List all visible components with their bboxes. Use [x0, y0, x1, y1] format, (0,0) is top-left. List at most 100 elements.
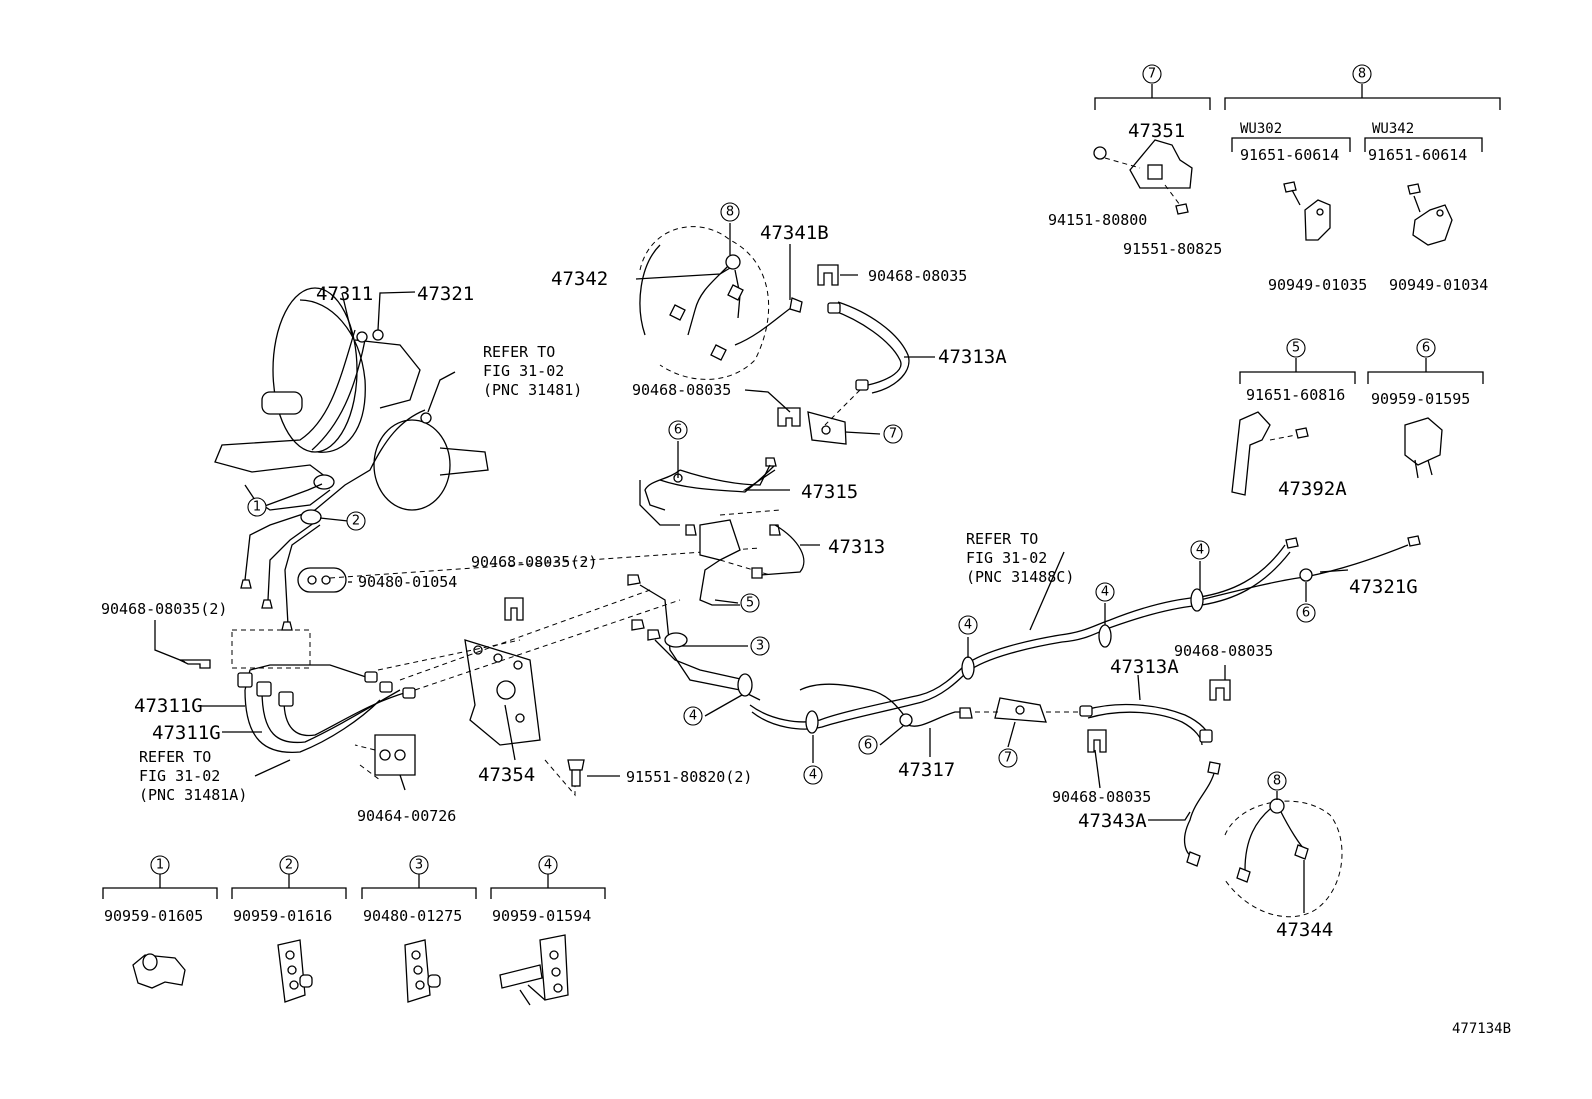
- legend-7-part-b: 94151-80800: [1048, 211, 1147, 229]
- center-bracket-drawing: [627, 407, 847, 701]
- callout-8: 8: [720, 202, 740, 222]
- legend-part-drawings: [132, 139, 1453, 1006]
- svg-text:4: 4: [809, 768, 817, 783]
- label-90480-01054: 90480-01054: [358, 573, 457, 591]
- svg-text:4: 4: [1196, 543, 1204, 558]
- legend-8b-part-a: 91651-60614: [1368, 146, 1467, 164]
- callout-4: 4: [683, 706, 703, 726]
- legend-5-part-a: 91651-60816: [1246, 386, 1345, 404]
- callout-2: 2: [346, 511, 366, 531]
- label-47342: 47342: [551, 268, 608, 290]
- svg-text:6: 6: [864, 738, 872, 753]
- legend-callout-2: 2: [279, 855, 299, 875]
- label-47343A: 47343A: [1078, 810, 1147, 832]
- label-47311: 47311: [316, 283, 373, 305]
- svg-text:7: 7: [889, 427, 897, 442]
- callout-7: 7: [883, 424, 903, 444]
- callout-6: 6: [668, 420, 688, 440]
- leader-lines: [154, 223, 1349, 913]
- callout-7: 7: [998, 748, 1018, 768]
- svg-text:8: 8: [1358, 67, 1366, 82]
- legend-callout-3: 3: [409, 855, 429, 875]
- svg-text:4: 4: [1101, 585, 1109, 600]
- refer-note-left-3: (PNC 31481A): [139, 786, 247, 804]
- svg-text:5: 5: [1292, 341, 1300, 356]
- label-47321: 47321: [417, 283, 474, 305]
- label-90468-08035-lower: 90468-08035: [1052, 788, 1151, 806]
- legend-3-part: 90480-01275: [363, 907, 462, 925]
- legend-callout-5: 5: [1286, 338, 1306, 358]
- upper-caliper-drawing: [639, 226, 910, 511]
- label-47354: 47354: [478, 764, 535, 786]
- svg-text:6: 6: [674, 423, 682, 438]
- legend-8-code-b: WU342: [1372, 121, 1414, 137]
- legend-5-part-b: 47392A: [1278, 478, 1347, 500]
- svg-text:1: 1: [156, 858, 164, 873]
- callouts: 1 2 8 7 6 5 3 4 4 6 4 4 4 6 7 8 1 2 3 4 …: [150, 64, 1436, 875]
- callout-8: 8: [1267, 771, 1287, 791]
- legend-8-code-a: WU302: [1240, 121, 1282, 137]
- label-47311G-b: 47311G: [152, 722, 221, 744]
- svg-text:7: 7: [1148, 67, 1156, 82]
- legend-callout-8: 8: [1352, 64, 1372, 84]
- refer-note-upper-1: REFER TO: [483, 343, 555, 361]
- refer-note-left-1: REFER TO: [139, 748, 211, 766]
- svg-text:3: 3: [756, 639, 764, 654]
- legend-6-part: 90959-01595: [1371, 390, 1470, 408]
- callout-4: 4: [803, 765, 823, 785]
- callout-4: 4: [1095, 582, 1115, 602]
- callout-4: 4: [958, 615, 978, 635]
- refer-note-center-3: (PNC 31488C): [966, 568, 1074, 586]
- legend-8b-part-b: 90949-01034: [1389, 276, 1488, 294]
- refer-note-upper-2: FIG 31-02: [483, 362, 564, 380]
- label-47313A-top: 47313A: [938, 346, 1007, 368]
- refer-note-center-2: FIG 31-02: [966, 549, 1047, 567]
- refer-note-center-1: REFER TO: [966, 530, 1038, 548]
- refer-note-upper-3: (PNC 31481): [483, 381, 582, 399]
- svg-text:4: 4: [964, 618, 972, 633]
- legend-2-part: 90959-01616: [233, 907, 332, 925]
- label-90468-08035-mid: 90468-08035: [632, 381, 731, 399]
- front-brake-drawing: [179, 287, 761, 797]
- svg-text:8: 8: [726, 205, 734, 220]
- callout-4: 4: [1190, 540, 1210, 560]
- label-90464-00726: 90464-00726: [357, 807, 456, 825]
- callout-5: 5: [740, 593, 760, 613]
- svg-text:5: 5: [746, 596, 754, 611]
- svg-text:7: 7: [1004, 751, 1012, 766]
- legend-8a-part-b: 90949-01035: [1268, 276, 1367, 294]
- svg-text:4: 4: [544, 858, 552, 873]
- label-47344: 47344: [1276, 919, 1333, 941]
- legend-8a-part-a: 91651-60614: [1240, 146, 1339, 164]
- label-47315: 47315: [801, 481, 858, 503]
- svg-text:3: 3: [415, 858, 423, 873]
- label-47313: 47313: [828, 536, 885, 558]
- callout-6: 6: [1296, 603, 1316, 623]
- callout-3: 3: [750, 636, 770, 656]
- legend-4-part: 90959-01594: [492, 907, 591, 925]
- label-47341B: 47341B: [760, 222, 829, 244]
- label-90468-08035-2-mid: 90468-08035(2): [471, 553, 597, 571]
- label-90468-08035-top: 90468-08035: [868, 267, 967, 285]
- rear-caliper-drawing: [1183, 761, 1343, 918]
- label-47313A-right: 47313A: [1110, 656, 1179, 678]
- legend-brackets: [102, 84, 1501, 899]
- part-labels: 47311 47321 REFER TO FIG 31-02 (PNC 3148…: [101, 120, 1511, 1037]
- svg-text:2: 2: [285, 858, 293, 873]
- legend-callout-4: 4: [538, 855, 558, 875]
- callout-1: 1: [247, 497, 267, 517]
- label-47321G: 47321G: [1349, 576, 1418, 598]
- legend-callout-1: 1: [150, 855, 170, 875]
- legend-7-part-c: 91551-80825: [1123, 240, 1222, 258]
- svg-text:1: 1: [253, 500, 261, 515]
- footer-code: 477134B: [1452, 1021, 1511, 1037]
- callout-6: 6: [858, 735, 878, 755]
- legend-callout-7: 7: [1142, 64, 1162, 84]
- legend-1-part: 90959-01605: [104, 907, 203, 925]
- legend-callout-6: 6: [1416, 338, 1436, 358]
- label-47317: 47317: [898, 759, 955, 781]
- label-91551-80820-2: 91551-80820(2): [626, 768, 752, 786]
- svg-text:6: 6: [1302, 606, 1310, 621]
